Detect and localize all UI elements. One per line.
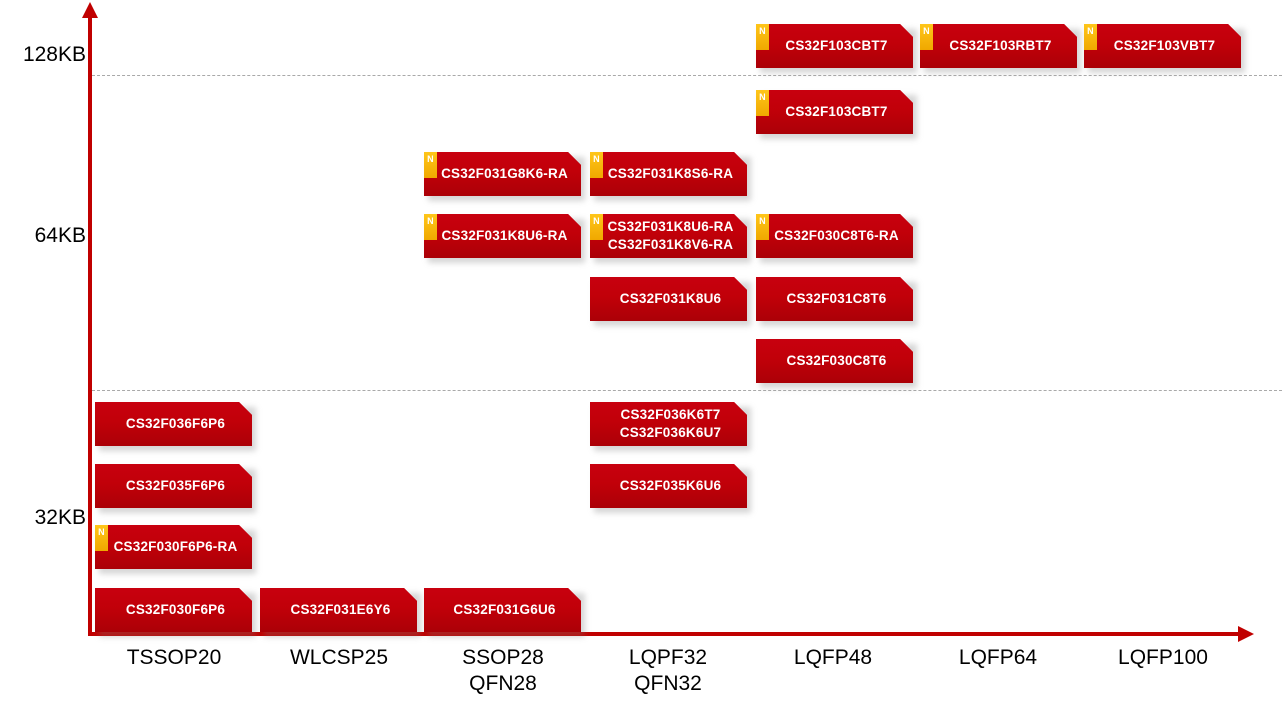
- product-chip[interactable]: CS32F036F6P6: [95, 402, 252, 446]
- new-badge-icon: N: [95, 525, 108, 551]
- product-chip-label: CS32F030F6P6: [125, 602, 226, 618]
- product-chip[interactable]: CS32F031K8U6: [590, 277, 747, 321]
- x-axis-tick-label-line1: WLCSP25: [289, 646, 389, 669]
- x-axis-tick-label-line1: LQFP64: [958, 646, 1038, 669]
- y-axis-arrow-icon: [82, 2, 98, 18]
- new-badge-icon: N: [424, 152, 437, 178]
- product-chip[interactable]: N CS32F103CBT7: [756, 90, 913, 134]
- product-chip-label: CS32F036F6P6: [125, 416, 226, 432]
- x-axis-tick-label: LQFP48: [743, 645, 923, 671]
- new-badge-icon: N: [424, 214, 437, 240]
- product-chip-label: CS32F031C8T6: [786, 291, 887, 307]
- product-chip-label: CS32F036K6T7 CS32F036K6U7: [619, 407, 722, 440]
- product-chip-label: CS32F035K6U6: [619, 478, 722, 494]
- product-chip[interactable]: N CS32F103CBT7: [756, 24, 913, 68]
- new-badge-icon: N: [1084, 24, 1097, 50]
- y-axis-tick-label: 32KB: [34, 506, 86, 529]
- gridline-1: [92, 390, 1282, 391]
- product-chip-label: CS32F030C8T6: [786, 353, 887, 369]
- product-chip-label: CS32F103CBT7: [785, 104, 888, 120]
- x-axis-line: [88, 632, 1240, 636]
- product-chip[interactable]: CS32F035K6U6: [590, 464, 747, 508]
- product-chip[interactable]: N CS32F030C8T6-RA: [756, 214, 913, 258]
- product-chip-label: CS32F031G8K6-RA: [441, 166, 568, 182]
- gridline-0: [92, 75, 1282, 76]
- product-chip-label: CS32F031K8S6-RA: [607, 166, 734, 182]
- product-chip[interactable]: CS32F031E6Y6: [260, 588, 417, 632]
- product-chip-label: CS32F103VBT7: [1113, 38, 1216, 54]
- product-chip[interactable]: CS32F030F6P6: [95, 588, 252, 632]
- new-badge-icon: N: [920, 24, 933, 50]
- product-chip-label: CS32F103CBT7: [785, 38, 888, 54]
- x-axis-tick-label: LQFP64: [908, 645, 1088, 671]
- new-badge-icon: N: [756, 90, 769, 116]
- product-chip-label: CS32F031G6U6: [453, 602, 556, 618]
- x-axis-tick-label: TSSOP20: [84, 645, 264, 671]
- product-chip[interactable]: CS32F036K6T7 CS32F036K6U7: [590, 402, 747, 446]
- product-chip[interactable]: CS32F031G6U6: [424, 588, 581, 632]
- new-badge-icon: N: [590, 152, 603, 178]
- x-axis-tick-label-line2: QFN28: [469, 671, 537, 695]
- x-axis-tick-label-line1: LQFP48: [793, 646, 873, 669]
- product-chip[interactable]: CS32F030C8T6: [756, 339, 913, 383]
- product-chip[interactable]: CS32F035F6P6: [95, 464, 252, 508]
- product-chip-label: CS32F030C8T6-RA: [774, 228, 899, 244]
- product-chip-label: CS32F103RBT7: [949, 38, 1052, 54]
- new-badge-icon: N: [756, 24, 769, 50]
- product-chip[interactable]: N CS32F030F6P6-RA: [95, 525, 252, 569]
- x-axis-tick-label-line1: LQPF32: [628, 646, 708, 669]
- product-chip-label: CS32F031E6Y6: [290, 602, 391, 618]
- product-chip[interactable]: N CS32F103RBT7: [920, 24, 1077, 68]
- y-axis-tick-label: 128KB: [22, 43, 86, 66]
- y-axis-line: [88, 16, 92, 634]
- x-axis-tick-label-line1: TSSOP20: [126, 646, 222, 669]
- product-chip-label: CS32F031K8U6-RA CS32F031K8V6-RA: [607, 219, 734, 252]
- y-axis-tick-label: 64KB: [34, 224, 86, 247]
- x-axis-tick-label: LQFP100: [1073, 645, 1253, 671]
- new-badge-icon: N: [590, 214, 603, 240]
- product-chip-label: CS32F030F6P6-RA: [113, 539, 238, 555]
- x-axis-tick-label-line1: SSOP28: [462, 646, 544, 669]
- product-chip[interactable]: CS32F031C8T6: [756, 277, 913, 321]
- product-chip[interactable]: N CS32F103VBT7: [1084, 24, 1241, 68]
- product-chip-label: CS32F031K8U6-RA: [441, 228, 568, 244]
- x-axis-tick-label: WLCSP25: [249, 645, 429, 671]
- product-chip-label: CS32F035F6P6: [125, 478, 226, 494]
- x-axis-arrow-icon: [1238, 626, 1254, 642]
- x-axis-tick-label-line1: LQFP100: [1118, 646, 1208, 669]
- product-chip-label: CS32F031K8U6: [619, 291, 722, 307]
- x-axis-tick-label-line2: QFN32: [634, 671, 702, 695]
- new-badge-icon: N: [756, 214, 769, 240]
